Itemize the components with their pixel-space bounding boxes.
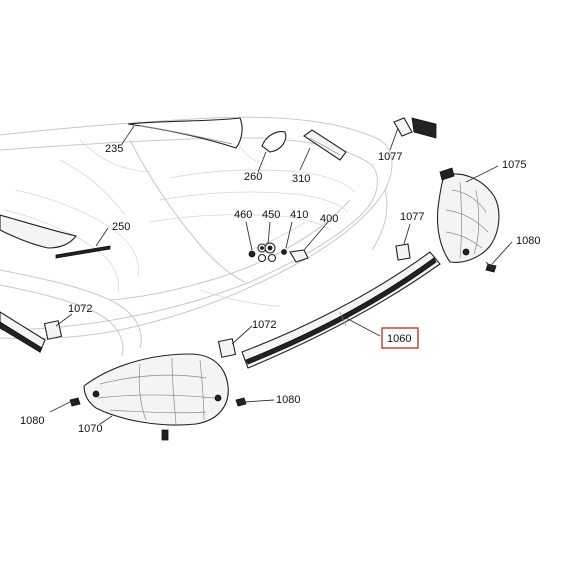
hardware-cluster [248,242,309,263]
clip-1077-top [393,117,437,139]
background-hull-outline [0,116,393,357]
callout-450: 450 [262,209,280,221]
callout-310: 310 [292,173,310,185]
callout-1072-right: 1072 [252,319,276,331]
callout-400: 400 [320,213,338,225]
windshield-trim-235 [127,117,243,149]
corner-cap-1075 [436,167,500,263]
callout-1080-right: 1080 [516,235,540,247]
clip-1077-mid [395,243,411,261]
screws-1080 [69,397,247,441]
callout-1075: 1075 [502,159,526,171]
callout-460: 460 [234,209,252,221]
callout-260: 260 [244,171,262,183]
callout-1060: 1060 [387,333,411,345]
screw-1080-right [485,261,497,273]
handle-310 [303,129,347,161]
callout-235: 235 [105,143,123,155]
clip-1072-right [217,338,237,358]
callout-1070: 1070 [78,423,102,435]
lens-260 [261,131,287,153]
callout-410: 410 [290,209,308,221]
callout-labels: 235 260 310 1077 1075 250 460 450 410 40… [20,143,540,435]
callout-1080-left: 1080 [20,415,44,427]
callout-1072-left: 1072 [68,303,92,315]
rub-rail-1060 [241,251,441,369]
leader-lines [49,125,513,425]
strap-250 [0,214,111,259]
callout-1077-top: 1077 [378,151,402,163]
callout-250: 250 [112,221,130,233]
left-trim-rail [0,311,46,353]
callout-1060-highlight-box [381,327,419,349]
callout-1080-bottom-right: 1080 [276,394,300,406]
callout-1077-mid: 1077 [400,211,424,223]
corner-cap-1070 [83,353,229,426]
